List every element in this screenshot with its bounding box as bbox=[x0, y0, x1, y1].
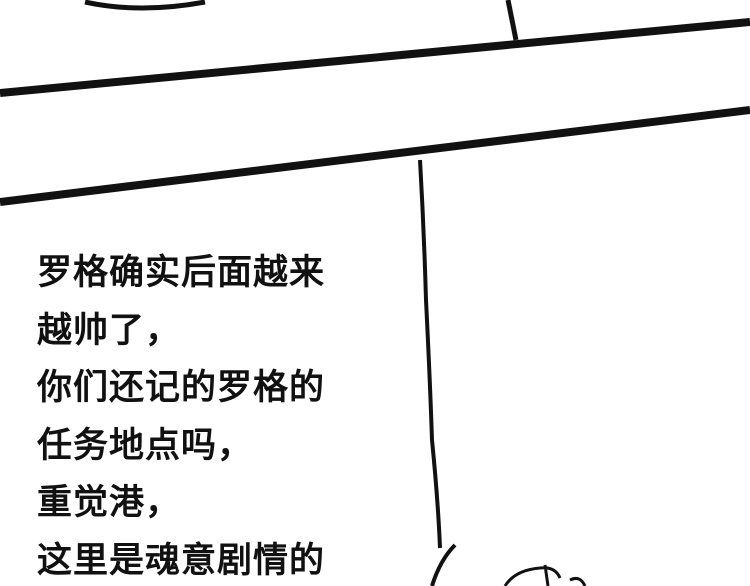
sketch-detail bbox=[503, 564, 587, 586]
character-outline-bottom bbox=[430, 543, 457, 586]
caption-line: 你们还记的罗格的 bbox=[37, 368, 326, 408]
narration-caption: 罗格确实后面越来 越帅了， 你们还记的罗格的 任务地点吗， 重觉港， 这里是魂意… bbox=[37, 245, 325, 586]
top-ellipse-edge bbox=[84, 0, 206, 11]
caption-line: 任务地点吗， bbox=[37, 425, 254, 466]
character-outline-line bbox=[418, 159, 442, 549]
caption-line: 重觉港， bbox=[37, 483, 182, 523]
panel-border-bottom bbox=[0, 106, 750, 206]
panel-vertical-border bbox=[505, 0, 519, 41]
caption-line: 罗格确实后面越来 bbox=[37, 253, 326, 293]
caption-line: 越帅了， bbox=[37, 310, 182, 351]
panel-border-top bbox=[0, 18, 750, 97]
caption-line: 这里是魂意剧情的 bbox=[37, 540, 326, 581]
